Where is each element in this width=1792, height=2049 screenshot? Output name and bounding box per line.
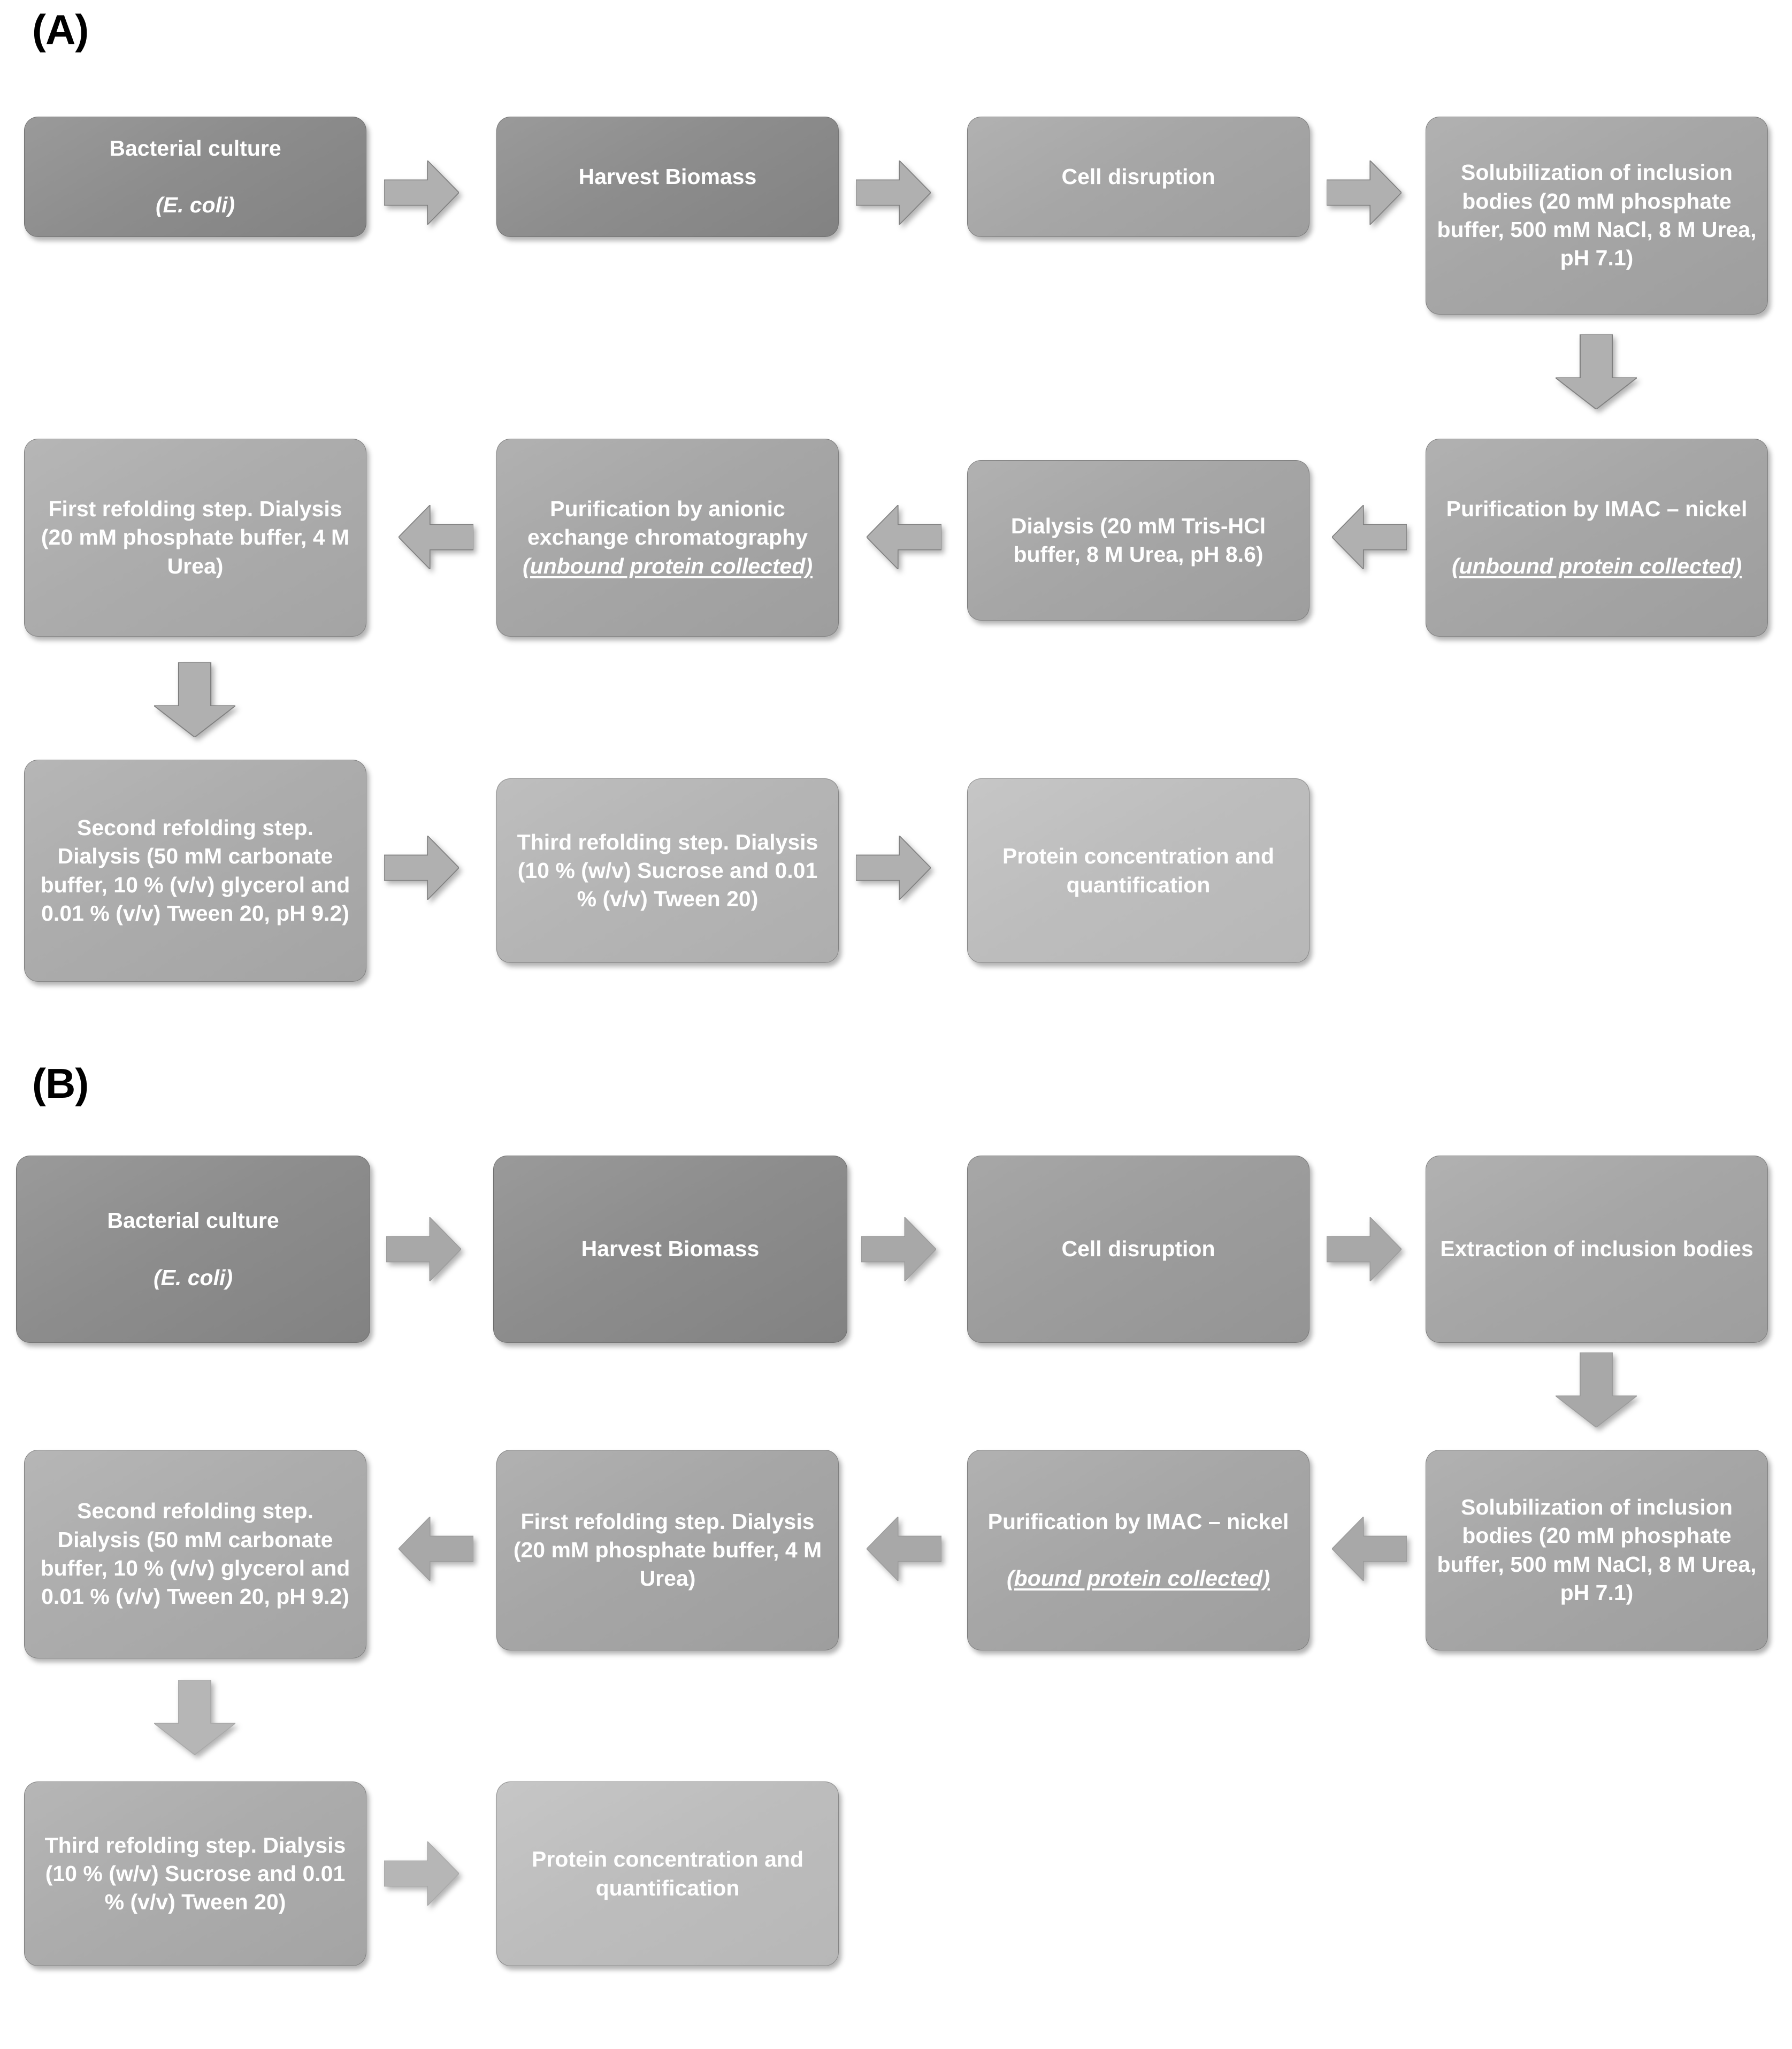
arrow-left-icon bbox=[867, 1517, 941, 1581]
panel-b: (B) Bacterial culture (E. coli) Harvest … bbox=[0, 1033, 1792, 2049]
node-solubilization-a: Solubilization of inclusion bodies (20 m… bbox=[1426, 117, 1768, 315]
node-third-refolding-a: Third refolding step. Dialysis (10 % (w/… bbox=[496, 778, 839, 963]
arrow-left-icon bbox=[399, 1517, 473, 1581]
node-protein-quantification-a: Protein concentration and quantification bbox=[967, 778, 1309, 963]
node-first-refolding-a: First refolding step. Dialysis (20 mM ph… bbox=[24, 439, 366, 637]
node-first-refolding-b: First refolding step. Dialysis (20 mM ph… bbox=[496, 1450, 839, 1650]
node-bacterial-culture-b: Bacterial culture (E. coli) bbox=[16, 1156, 370, 1343]
node-text: Solubilization of inclusion bodies (20 m… bbox=[1437, 160, 1757, 271]
arrow-left-icon bbox=[867, 505, 941, 569]
node-anionic-exchange-a: Purification by anionic exchange chromat… bbox=[496, 439, 839, 637]
node-imac-purification-b: Purification by IMAC – nickel (bound pro… bbox=[967, 1450, 1309, 1650]
node-dialysis-tris-a: Dialysis (20 mM Tris-HCl buffer, 8 M Ure… bbox=[967, 460, 1309, 621]
node-extraction-inclusion-bodies-b: Extraction of inclusion bodies bbox=[1426, 1156, 1768, 1343]
arrow-down-icon bbox=[154, 1680, 235, 1755]
node-text: Third refolding step. Dialysis (10 % (w/… bbox=[44, 1832, 346, 1915]
node-text: Cell disruption bbox=[1061, 164, 1215, 189]
node-text: Extraction of inclusion bodies bbox=[1440, 1236, 1753, 1261]
arrow-left-icon bbox=[1332, 505, 1407, 569]
node-text: Cell disruption bbox=[1061, 1236, 1215, 1261]
node-text: Harvest Biomass bbox=[581, 1236, 760, 1261]
node-harvest-biomass-a: Harvest Biomass bbox=[496, 117, 839, 237]
arrow-right-icon bbox=[384, 836, 459, 900]
node-protein-quantification-b: Protein concentration and quantification bbox=[496, 1782, 839, 1966]
panel-b-label: (B) bbox=[32, 1060, 89, 1107]
node-text: Protein concentration and quantification bbox=[532, 1847, 803, 1900]
panel-a-label: (A) bbox=[32, 6, 89, 53]
node-text: Harvest Biomass bbox=[578, 164, 757, 189]
arrow-down-icon bbox=[1556, 334, 1637, 409]
node-third-refolding-b: Third refolding step. Dialysis (10 % (w/… bbox=[24, 1782, 366, 1966]
panel-a: (A) Bacterial culture (E. coli) Harvest … bbox=[24, 6, 1768, 982]
node-second-refolding-b: Second refolding step. Dialysis (50 mM c… bbox=[24, 1450, 366, 1658]
node-text: Purification by IMAC – nickel bbox=[1446, 496, 1748, 522]
node-second-refolding-a: Second refolding step. Dialysis (50 mM c… bbox=[24, 760, 366, 982]
node-text: Purification by IMAC – nickel bbox=[987, 1509, 1289, 1534]
node-subtext: (unbound protein collected) bbox=[522, 553, 813, 578]
arrow-right-icon bbox=[384, 160, 459, 225]
node-subtext: (E. coli) bbox=[155, 193, 235, 218]
arrow-right-icon bbox=[856, 836, 931, 900]
arrow-left-icon bbox=[399, 505, 473, 569]
node-harvest-biomass-b: Harvest Biomass bbox=[493, 1156, 847, 1343]
arrow-left-icon bbox=[1332, 1517, 1407, 1581]
arrow-down-icon bbox=[1556, 1352, 1637, 1427]
arrow-right-icon bbox=[861, 1217, 936, 1281]
node-text: Third refolding step. Dialysis (10 % (w/… bbox=[517, 829, 818, 912]
node-text: Second refolding step. Dialysis (50 mM c… bbox=[40, 815, 350, 926]
node-text: Bacterial culture bbox=[109, 135, 281, 160]
node-imac-purification-a: Purification by IMAC – nickel (unbound p… bbox=[1426, 439, 1768, 637]
node-subtext: (E. coli) bbox=[153, 1265, 233, 1290]
node-text: Second refolding step. Dialysis (50 mM c… bbox=[40, 1498, 350, 1609]
node-cell-disruption-a: Cell disruption bbox=[967, 117, 1309, 237]
node-text: Dialysis (20 mM Tris-HCl buffer, 8 M Ure… bbox=[1010, 513, 1266, 567]
node-text: First refolding step. Dialysis (20 mM ph… bbox=[513, 1509, 822, 1591]
node-text: Bacterial culture bbox=[107, 1208, 279, 1233]
node-text: First refolding step. Dialysis (20 mM ph… bbox=[41, 496, 350, 578]
node-text: Purification by anionic exchange chromat… bbox=[527, 496, 808, 550]
node-solubilization-b: Solubilization of inclusion bodies (20 m… bbox=[1426, 1450, 1768, 1650]
arrow-right-icon bbox=[856, 160, 931, 225]
arrow-right-icon bbox=[384, 1841, 459, 1906]
node-cell-disruption-b: Cell disruption bbox=[967, 1156, 1309, 1343]
arrow-right-icon bbox=[1327, 160, 1402, 225]
arrow-right-icon bbox=[386, 1217, 461, 1281]
node-subtext: (unbound protein collected) bbox=[1451, 553, 1742, 578]
node-subtext: (bound protein collected) bbox=[1007, 1566, 1270, 1591]
node-bacterial-culture-a: Bacterial culture (E. coli) bbox=[24, 117, 366, 237]
node-text: Solubilization of inclusion bodies (20 m… bbox=[1437, 1494, 1757, 1605]
arrow-right-icon bbox=[1327, 1217, 1402, 1281]
node-text: Protein concentration and quantification bbox=[1002, 844, 1274, 897]
arrow-down-icon bbox=[154, 662, 235, 737]
